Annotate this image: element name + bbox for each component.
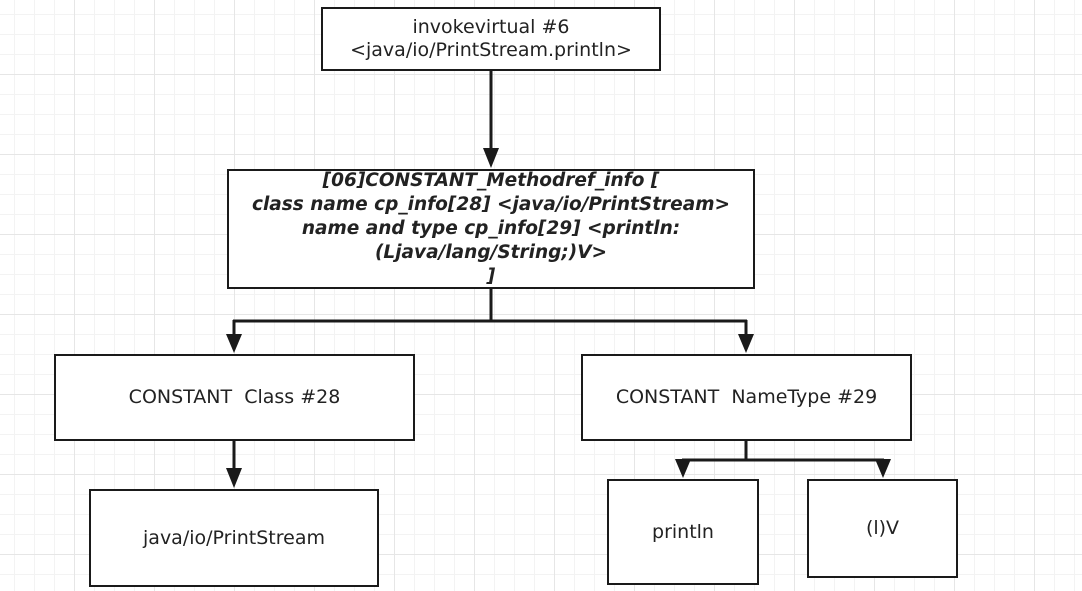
node-printstream-label: java/io/PrintStream (143, 526, 325, 549)
node-constant-nametype: CONSTANT NameType #29 (581, 354, 912, 441)
arrowhead-sig (875, 459, 891, 478)
node-printstream: java/io/PrintStream (89, 489, 379, 587)
arrowhead-nametype (738, 334, 754, 353)
node-descriptor: (l)V (807, 479, 958, 578)
arrowhead-methodref (483, 148, 499, 168)
node-invokevirtual-line-2: <java/io/PrintStream.println> (350, 39, 632, 61)
node-invokevirtual-line-1: invokevirtual #6 (412, 16, 570, 38)
arrowhead-class (226, 334, 242, 353)
node-methodref-line-3: name and type cp_info[29] <println: (301, 218, 681, 239)
node-descriptor-label: (l)V (865, 517, 900, 539)
node-methodref-line-2: class name cp_info[28] <java/io/PrintStr… (251, 194, 730, 215)
node-methodref-info: [06]CONSTANT_Methodref_info [ class name… (227, 169, 755, 289)
node-constant-nametype-label: CONSTANT NameType #29 (615, 386, 878, 408)
arrowhead-printstream (226, 468, 242, 488)
node-methodref-line-5: ] (486, 266, 496, 287)
node-constant-class-label: CONSTANT Class #28 (128, 386, 341, 408)
node-println: println (607, 479, 759, 585)
node-invokevirtual: invokevirtual #6 <java/io/PrintStream.pr… (321, 7, 661, 71)
arrowhead-println (675, 459, 691, 478)
node-methodref-line-1: [06]CONSTANT_Methodref_info [ (322, 170, 660, 191)
node-methodref-line-4: (Ljava/lang/String;)V> (374, 242, 608, 263)
node-constant-class: CONSTANT Class #28 (54, 354, 415, 441)
node-println-label: println (652, 520, 714, 543)
